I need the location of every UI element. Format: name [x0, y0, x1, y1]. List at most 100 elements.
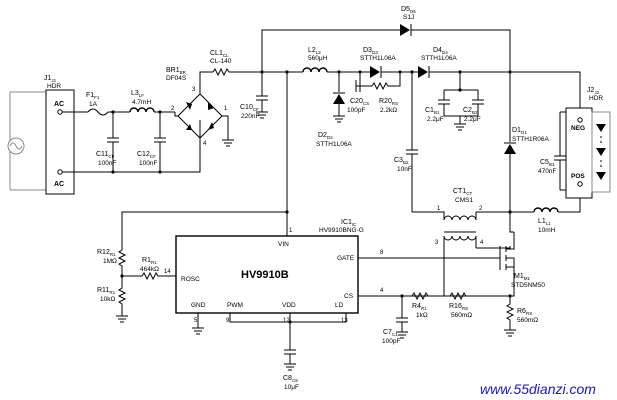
- c11-ref: C11CF: [96, 151, 115, 159]
- resistor-r4: R4R1 1kΩ: [410, 291, 429, 319]
- ic-pin-gate-label: GATE: [337, 255, 355, 262]
- bridge-rectifier-br1: 3 2 1 4 BR1BR DF04S: [166, 67, 229, 147]
- c5-value: 470nF: [538, 168, 556, 175]
- br1-value: DF04S: [166, 75, 187, 82]
- c8-value: 10μF: [284, 384, 299, 391]
- ic-pin-vin-num: 1: [289, 228, 293, 234]
- diode-d2: D2D2 STTH1L06A: [316, 72, 352, 148]
- capacitor-c3: C3B2 10nF: [394, 149, 418, 212]
- ic-pin-rosc-label: ROSC: [181, 276, 200, 283]
- ct1-ref: CT1CT: [453, 188, 472, 196]
- br1-pin2: 2: [171, 106, 175, 112]
- c1-value: 2.2μF: [427, 116, 444, 123]
- c11-value: 100nF: [98, 160, 116, 167]
- j1-value: HDR: [47, 83, 61, 90]
- capacitor-c8: C8C8 10μF: [283, 330, 299, 391]
- capacitor-c12: C12CF 100nF: [137, 110, 166, 174]
- d5-ref: D5D6: [401, 6, 416, 14]
- j2-ref: J2J2: [587, 87, 600, 95]
- r4-ref: R4R1: [412, 303, 427, 311]
- l3-ref: L3LF: [131, 90, 144, 98]
- c10-ref: C10CF: [240, 104, 259, 112]
- resistor-r6: R6RS 560mΩ: [504, 296, 538, 337]
- l2-value: 560μH: [308, 55, 328, 62]
- c2-value: 2.2μF: [464, 116, 481, 123]
- cl1-ref: CL1CL: [210, 50, 229, 58]
- r1-ref: R1R1: [142, 257, 157, 265]
- ct1-value: CMS1: [455, 197, 473, 204]
- ac-source: [7, 91, 55, 191]
- f1-ref: F1F1: [86, 92, 100, 100]
- l2-ref: L2L2: [308, 47, 321, 55]
- br1-ref: BR1BR: [166, 67, 187, 75]
- resistor-r11: R11R1 10kΩ: [97, 276, 128, 323]
- mosfet-m1: M1M1 STD5NM50: [410, 212, 545, 289]
- ground-bridge: [222, 130, 234, 147]
- c3-value: 10nF: [397, 166, 412, 173]
- ic-pin-cs-num: 4: [380, 288, 384, 294]
- c3-ref: C3B2: [394, 157, 409, 165]
- thermistor-cl1: CL1CL CL-140: [210, 50, 232, 77]
- d1-value: STTH1R06A: [512, 136, 550, 143]
- j1-ac-bottom-label: AC: [54, 181, 64, 188]
- d3-value: STTH1L06A: [360, 55, 396, 62]
- capacitor-c2: C2B2 2.2μF: [463, 90, 484, 123]
- r6-value: 560mΩ: [517, 317, 538, 324]
- ic-pin-vin-label: VIN: [278, 241, 289, 248]
- m1-value: STD5NM50: [511, 282, 545, 289]
- c7-value: 100pF: [382, 338, 400, 345]
- diode-d5: D5D6 S1J: [400, 6, 511, 72]
- ic-pin-pwm-num: 9: [226, 318, 230, 324]
- d4-value: STTH1L06A: [421, 55, 457, 62]
- fuse-f1: F1F1 1A: [86, 92, 109, 116]
- c5-ref: C5B3: [540, 159, 555, 167]
- d2-value: STTH1L06A: [316, 141, 352, 148]
- ic-pin-gate-num: 8: [380, 250, 384, 256]
- f1-value: 1A: [89, 101, 98, 108]
- br1-pin3: 3: [192, 87, 196, 93]
- resistor-r12: R12R1 1MΩ: [97, 249, 127, 276]
- r20-value: 2.2kΩ: [380, 107, 397, 114]
- ic-pin-ld-num: 13: [341, 318, 348, 324]
- c7-ref: C7C1: [383, 329, 398, 337]
- diode-d4: D4D4 STTH1L06A: [418, 47, 457, 78]
- cl1-value: CL-140: [210, 58, 232, 65]
- r16-ref: R16RS: [449, 303, 468, 311]
- ic-pin-rosc-num: 14: [164, 269, 171, 275]
- inductor-l1: L1L1 10mH: [510, 207, 559, 234]
- d4-ref: D4D4: [433, 47, 448, 55]
- connector-j2: NEG POS J2J2 HDR: [565, 87, 603, 199]
- ic-hv9910b: HV9910B VIN GATE ROSC CS GND PWM VDD LD …: [164, 219, 384, 324]
- r11-ref: R11R1: [97, 287, 116, 295]
- connector-j1: AC AC J1J1 HDR: [44, 75, 75, 195]
- d2-ref: D2D2: [318, 132, 333, 140]
- capacitor-c5: C5B3 470nF: [538, 112, 566, 190]
- capacitor-c1: C1B1 2.2μF: [425, 90, 478, 123]
- ic1-ref: IC1IC: [341, 219, 357, 227]
- ic1-value: HV9910BNG-G: [319, 227, 364, 234]
- c10-value: 220nF: [241, 113, 259, 120]
- r6-ref: R6RS: [517, 308, 532, 316]
- ct1-pin3: 3: [435, 240, 439, 246]
- capacitor-c7: C7C1 100pF: [382, 296, 408, 345]
- diode-d1: D1D1 STTH1R06A: [504, 72, 550, 212]
- ic-pin-cs-label: CS: [344, 293, 354, 300]
- watermark: www.55dianzi.com: [480, 381, 596, 397]
- ic-pin-gnd-num: 5: [194, 318, 198, 324]
- r12-ref: R12R1: [97, 249, 116, 257]
- d1-ref: D1D1: [512, 127, 527, 135]
- j2-value: HDR: [589, 95, 603, 102]
- ic-pin-ld-label: LD: [335, 302, 344, 309]
- r1-value: 464kΩ: [140, 266, 159, 273]
- r11-value: 10kΩ: [100, 296, 115, 303]
- c20-ref: C20CS: [350, 98, 369, 106]
- c20-value: 100pF: [347, 107, 365, 114]
- capacitor-c10: C10CF 220nF: [240, 72, 268, 120]
- br1-pin4: 4: [203, 141, 207, 147]
- capacitor-c11: C11CF 100nF: [96, 110, 119, 174]
- j2-neg-label: NEG: [571, 125, 585, 132]
- c1-ref: C1B1: [425, 107, 440, 115]
- diode-d3: D3D3 STTH1L06A: [360, 47, 396, 78]
- resistor-r20: R20RS 2.2kΩ: [371, 72, 401, 114]
